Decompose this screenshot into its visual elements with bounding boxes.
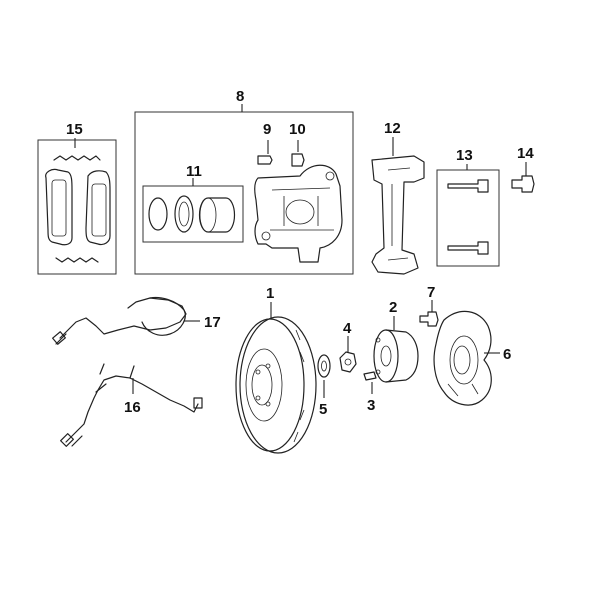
callout-6: 6	[503, 346, 511, 363]
caliper-kit-box	[134, 104, 354, 275]
caliper-bracket	[371, 137, 425, 275]
brake-rotor	[235, 302, 317, 454]
caliper-bolt	[511, 162, 535, 193]
callout-17: 17	[204, 314, 221, 331]
callout-7: 7	[427, 284, 435, 301]
guide-pin-kit-box	[436, 164, 500, 267]
callout-5: 5	[319, 401, 327, 418]
callout-13: 13	[456, 147, 473, 164]
callout-14: 14	[517, 145, 534, 162]
brake-pad-kit-box	[37, 138, 117, 275]
wheel-speed-sensor-harness	[51, 296, 200, 345]
hub-bearing	[373, 316, 419, 383]
callout-2: 2	[389, 299, 397, 316]
callout-9: 9	[263, 121, 271, 138]
splash-shield	[433, 310, 500, 406]
callout-15: 15	[66, 121, 83, 138]
callout-12: 12	[384, 120, 401, 137]
brake-hose-harness	[60, 363, 203, 447]
shield-bolt	[419, 300, 439, 327]
callout-11: 11	[186, 163, 202, 180]
callout-4: 4	[343, 320, 352, 337]
hub-nut	[339, 336, 357, 373]
callout-3: 3	[367, 397, 375, 414]
callout-8: 8	[236, 88, 244, 105]
callout-16: 16	[124, 399, 141, 416]
callout-10: 10	[289, 121, 306, 138]
washer	[317, 354, 331, 398]
wheel-stud	[363, 371, 377, 394]
callout-1: 1	[266, 285, 274, 302]
